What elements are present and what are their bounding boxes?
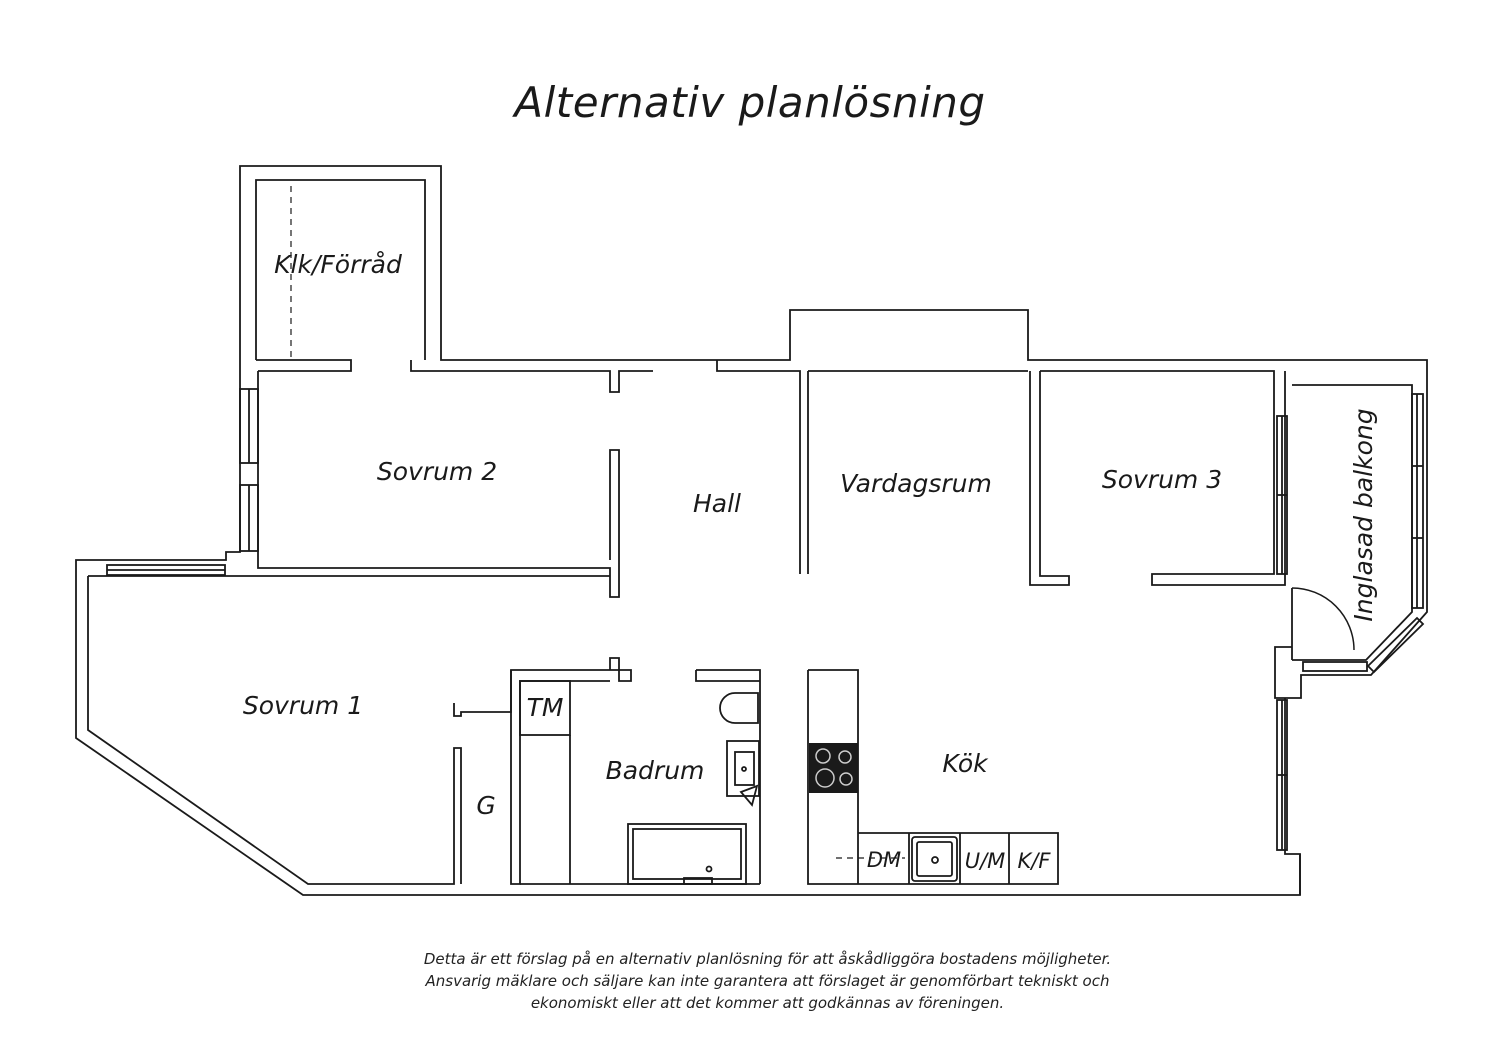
disclaimer-line-2: Ansvarig mäklare och säljare kan inte ga…: [425, 972, 1110, 990]
appliance-label-um: U/M: [965, 849, 1006, 873]
room-label-sovrum2: Sovrum 2: [377, 457, 497, 486]
appliance-label-dm: DM: [867, 848, 901, 872]
appliance-label-kf: K/F: [1018, 849, 1052, 873]
storage-wall-inner: [255, 179, 426, 360]
plan-title: Alternativ planlösning: [514, 78, 986, 127]
room-label-sovrum1: Sovrum 1: [243, 691, 363, 720]
room-label-vardagsrum: Vardagsrum: [840, 469, 992, 498]
room-label-hall: Hall: [693, 489, 741, 518]
room-label-sovrum3: Sovrum 3: [1102, 465, 1222, 494]
sovrum2-walls: [257, 371, 620, 598]
disclaimer-line-1: Detta är ett förslag på en alternativ pl…: [423, 950, 1112, 968]
room-label-badrum: Badrum: [606, 756, 705, 785]
room-label-balkong: Inglasad balkong: [1349, 408, 1378, 621]
sovrum1-walls: [87, 575, 610, 885]
storage-wall-outer: [239, 165, 1428, 395]
kok-walls: [807, 669, 1059, 885]
room-label-tm: TM: [527, 693, 564, 722]
room-label-klk-forrad: Klk/Förråd: [274, 250, 402, 279]
room-label-g: G: [476, 791, 495, 820]
disclaimer: Detta är ett förslag på en alternativ pl…: [300, 948, 1235, 1014]
balcony-walls: [1274, 384, 1428, 699]
room-label-kok: Kök: [942, 749, 989, 778]
disclaimer-line-3: ekonomiskt eller att det kommer att godk…: [530, 994, 1005, 1012]
